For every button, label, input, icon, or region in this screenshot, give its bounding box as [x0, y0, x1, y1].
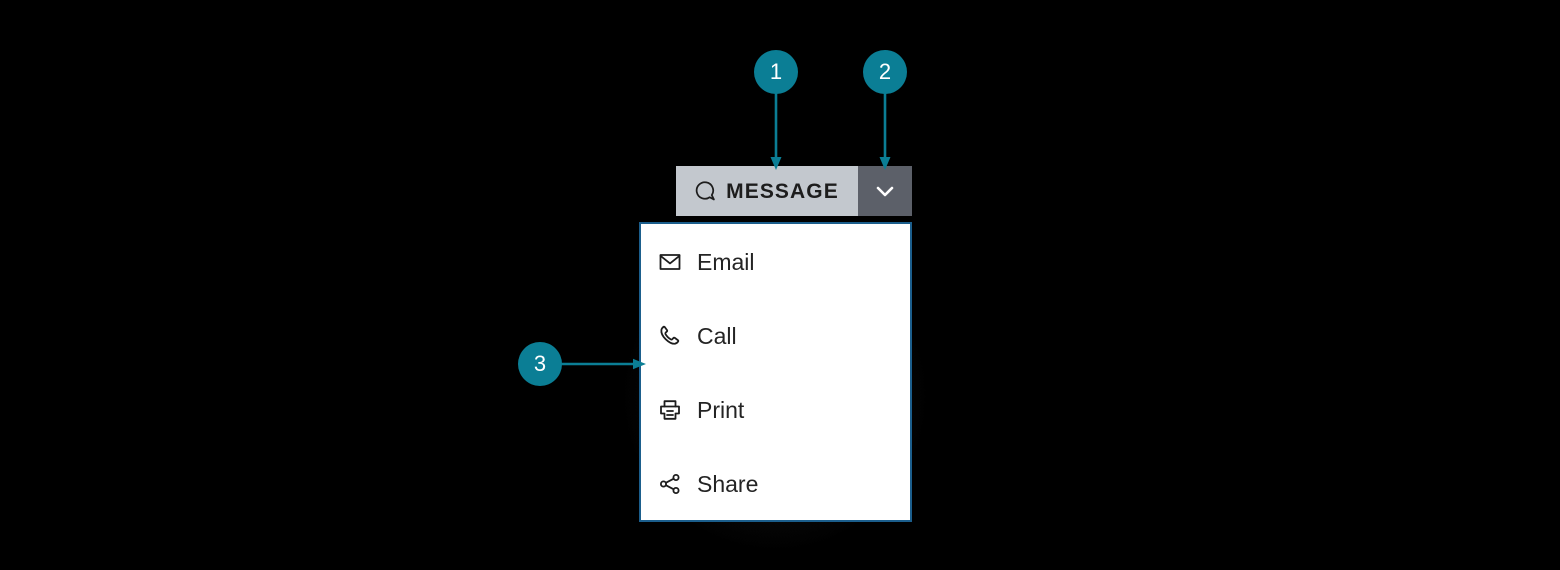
callout-2-leader-line — [879, 86, 891, 170]
chevron-down-icon — [873, 179, 897, 203]
dropdown-menu-panel[interactable]: Email Call — [639, 222, 912, 522]
message-bubble-icon — [695, 180, 717, 202]
callout-badge-1: 1 — [754, 50, 798, 94]
menu-item-label: Call — [697, 322, 737, 349]
split-button-caret-toggle[interactable] — [858, 166, 912, 216]
callout-badge-2: 2 — [863, 50, 907, 94]
callout-3-leader-line — [558, 358, 646, 370]
menu-item-label: Share — [697, 470, 759, 497]
callout-number: 3 — [533, 351, 547, 376]
callout-1-leader-line — [770, 86, 782, 170]
menu-item-print[interactable]: Print — [641, 385, 910, 435]
menu-item-email[interactable]: Email — [641, 237, 910, 287]
menu-item-label: Email — [697, 248, 755, 275]
menu-item-share[interactable]: Share — [641, 459, 910, 509]
menu-item-label: Print — [697, 396, 745, 423]
callout-number: 2 — [878, 59, 892, 84]
message-button[interactable]: MESSAGE — [676, 166, 858, 216]
menu-item-call[interactable]: Call — [641, 311, 910, 361]
callout-number: 1 — [769, 59, 783, 84]
message-split-button[interactable]: MESSAGE — [676, 166, 912, 216]
message-button-label: MESSAGE — [726, 179, 839, 203]
envelope-icon — [657, 249, 683, 275]
dropdown-menu-list: Email Call — [641, 224, 910, 520]
share-nodes-icon — [657, 471, 683, 497]
phone-icon — [657, 323, 683, 349]
callout-badge-3: 3 — [518, 342, 562, 386]
printer-icon — [657, 397, 683, 423]
